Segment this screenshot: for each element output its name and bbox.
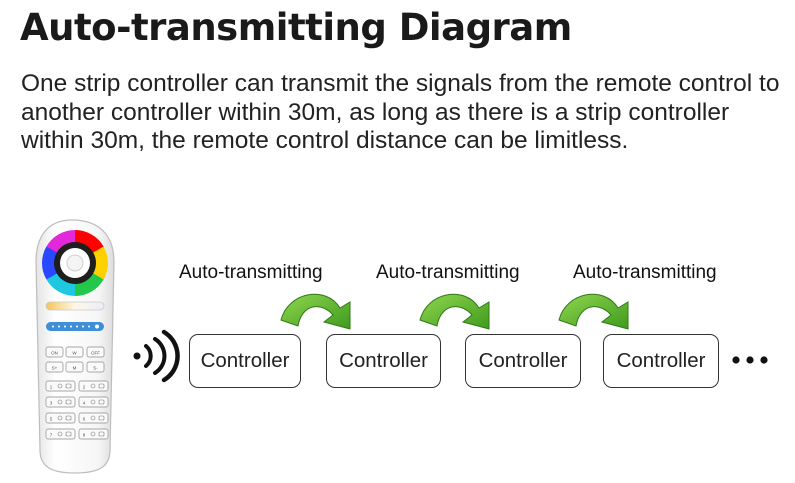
auto-transmitting-label-3: Auto-transmitting bbox=[573, 262, 717, 283]
svg-text:8: 8 bbox=[83, 432, 86, 437]
svg-text:2: 2 bbox=[83, 384, 86, 389]
svg-text:7: 7 bbox=[50, 432, 53, 437]
transmit-arrows bbox=[280, 293, 629, 330]
page-description: One strip controller can transmit the si… bbox=[21, 70, 780, 154]
controller-box-2: Controller bbox=[326, 334, 441, 388]
remote-button: S- bbox=[86, 361, 105, 373]
auto-transmitting-label-1: Auto-transmitting bbox=[179, 262, 323, 283]
svg-text:S+: S+ bbox=[52, 365, 58, 370]
svg-text:ON: ON bbox=[51, 350, 58, 355]
svg-text:OFF: OFF bbox=[91, 350, 100, 355]
zone-button: 4 bbox=[78, 396, 109, 408]
remote-button: M bbox=[65, 361, 84, 373]
svg-text:M: M bbox=[73, 365, 77, 370]
controller-box-4: Controller bbox=[603, 334, 719, 388]
svg-text:1: 1 bbox=[50, 384, 53, 389]
page-title: Auto-transmitting Diagram bbox=[20, 6, 572, 49]
zone-button: 1 bbox=[45, 380, 76, 392]
zone-button: 7 bbox=[45, 428, 76, 440]
remote-control: ON W OFF S+ M S- 1 2 3 4 5 6 7 8 bbox=[35, 219, 115, 474]
signal-icon bbox=[133, 329, 180, 383]
transmit-arrow-3 bbox=[558, 293, 629, 330]
brightness-strip bbox=[46, 322, 104, 331]
transmit-arrow-2 bbox=[419, 293, 490, 330]
remote-button: W bbox=[65, 346, 84, 358]
svg-text:W: W bbox=[72, 350, 77, 355]
remote-buttons: ON W OFF S+ M S- 1 2 3 4 5 6 7 8 bbox=[45, 346, 109, 440]
zone-button: 3 bbox=[45, 396, 76, 408]
zone-button: 6 bbox=[78, 412, 109, 424]
svg-text:4: 4 bbox=[83, 400, 86, 405]
remote-button: ON bbox=[45, 346, 64, 358]
svg-text:5: 5 bbox=[50, 416, 53, 421]
svg-text:6: 6 bbox=[83, 416, 86, 421]
remote-button: S+ bbox=[45, 361, 64, 373]
zone-button: 8 bbox=[78, 428, 109, 440]
color-wheel bbox=[41, 230, 108, 296]
remote-button: OFF bbox=[86, 346, 105, 358]
auto-transmitting-label-2: Auto-transmitting bbox=[376, 262, 520, 283]
svg-text:S-: S- bbox=[93, 365, 98, 370]
controller-box-1: Controller bbox=[189, 334, 301, 388]
transmit-arrow-1 bbox=[280, 293, 351, 330]
zone-button: 5 bbox=[45, 412, 76, 424]
svg-text:3: 3 bbox=[50, 400, 53, 405]
ellipsis-dots bbox=[732, 356, 768, 364]
zone-button: 2 bbox=[78, 380, 109, 392]
controller-box-3: Controller bbox=[465, 334, 581, 388]
white-temp-strip bbox=[45, 301, 105, 311]
brightness-dots bbox=[52, 324, 99, 329]
